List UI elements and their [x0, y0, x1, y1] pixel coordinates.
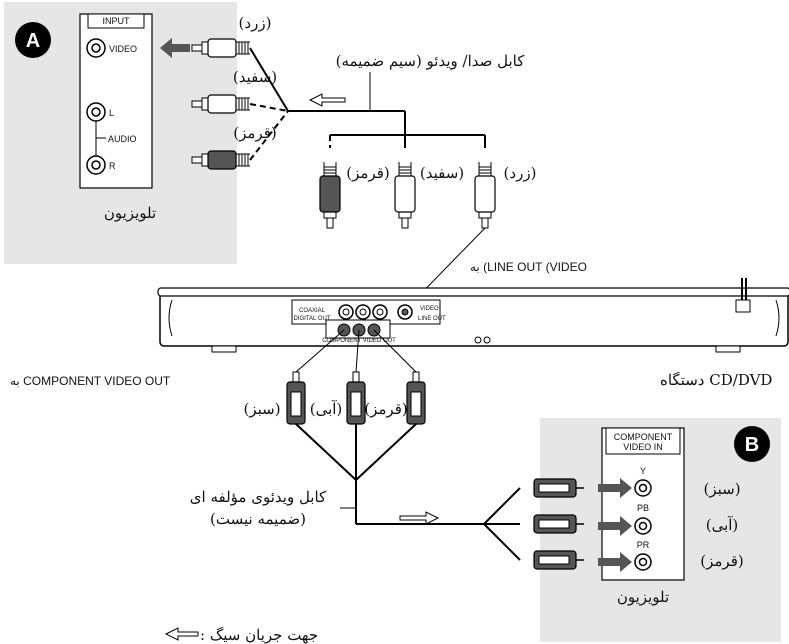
comp-blue-label: (آبی): [310, 400, 343, 418]
input-title: INPUT: [103, 16, 131, 26]
arrows-to-component-jacks: [598, 478, 632, 572]
bottom-yellow-label: (زرد): [504, 164, 537, 182]
pr-jack[interactable]: [634, 553, 652, 571]
badge-a: [15, 22, 51, 58]
device-label: دستگاه CD/DVD: [660, 371, 772, 389]
tv-b-red-label: (قرمز): [700, 552, 743, 570]
comp-green-label: (سبز): [243, 400, 280, 418]
white-plug-down: [394, 161, 416, 229]
video-text: VIDEO: [420, 306, 439, 312]
player-jacks: [337, 304, 413, 337]
green-plug-up: [286, 371, 306, 425]
power-cord: [735, 278, 751, 313]
component-player-wires: [295, 329, 417, 373]
signal-arrow-b: [399, 511, 440, 525]
digital-out-text: DIGITAL OUT: [293, 316, 330, 322]
left-white-label: (سفید): [233, 68, 277, 86]
av-cable-label: کابل صدا/ ویدئو (سیم ضمیمه): [336, 52, 526, 70]
tv-b-blue-label: (آبی): [706, 516, 739, 534]
tv-b-caption: تلویزیون: [617, 588, 669, 606]
line-out-text: LINE OUT: [418, 316, 446, 322]
green-plug-right: [533, 478, 585, 498]
badge-a-letter: A: [26, 30, 40, 52]
component-label-2: (ضمیمه نیست): [210, 510, 306, 528]
component-out-label: به COMPONENT VIDEO OUT: [10, 374, 171, 388]
coaxial-text: COAXIAL: [299, 308, 326, 314]
component-title-box: [605, 427, 681, 455]
av-cable-dashed: [249, 103, 331, 161]
signal-arrow-a: [308, 93, 346, 107]
bottom-red-label: (قرمز): [346, 164, 389, 182]
component-title-2: VIDEO IN: [623, 442, 663, 452]
blue-plug-right: [533, 514, 585, 534]
yellow-plug-down: [474, 161, 496, 229]
red-plug-up: [406, 371, 426, 425]
video-jack-a[interactable]: [86, 38, 106, 58]
video-jack-label: VIDEO: [109, 44, 137, 54]
audio-r-label: R: [109, 161, 116, 171]
red-plug-right: [533, 550, 585, 570]
input-title-box: [87, 13, 145, 29]
component-label-1: کابل ویدئوی مؤلفه ای: [190, 488, 327, 506]
pr-label: PR: [637, 540, 650, 550]
arrow-to-video-jack: [160, 38, 190, 58]
y-label: Y: [640, 466, 646, 476]
y-jack[interactable]: [634, 479, 652, 497]
component-text: COMPONENT VIDEO OUT: [322, 338, 396, 344]
line-out-label: به (LINE OUT (VIDEO: [470, 260, 587, 274]
audio-r-jack[interactable]: [86, 155, 106, 175]
component-cable-wires: [295, 423, 521, 561]
audio-l-jack[interactable]: [86, 102, 106, 122]
bottom-white-label: (سفید): [420, 164, 464, 182]
left-yellow-label: (زرد): [239, 14, 272, 32]
component-title-1: COMPONENT: [614, 432, 673, 442]
blue-plug-up: [346, 371, 366, 425]
av-cable-wires: [249, 47, 486, 148]
legend-arrow-icon: [164, 627, 199, 641]
badge-b: [734, 426, 770, 462]
left-red-label: (قرمز): [233, 124, 276, 142]
audio-label: AUDIO: [108, 134, 137, 144]
comp-red-label: (قرمز): [364, 400, 407, 418]
red-plug-down: [319, 161, 341, 229]
tv-a-caption: تلویزیون: [104, 204, 156, 222]
audio-l-label: L: [109, 108, 114, 118]
dvd-player: [157, 287, 789, 353]
pb-label: PB: [637, 503, 649, 513]
tv-b-green-label: (سبز): [703, 480, 740, 498]
player-status-leds: [474, 336, 491, 344]
legend-text: : جهت جریان سیگ: [200, 626, 318, 644]
pb-jack[interactable]: [634, 517, 652, 535]
badge-b-letter: B: [745, 434, 759, 456]
